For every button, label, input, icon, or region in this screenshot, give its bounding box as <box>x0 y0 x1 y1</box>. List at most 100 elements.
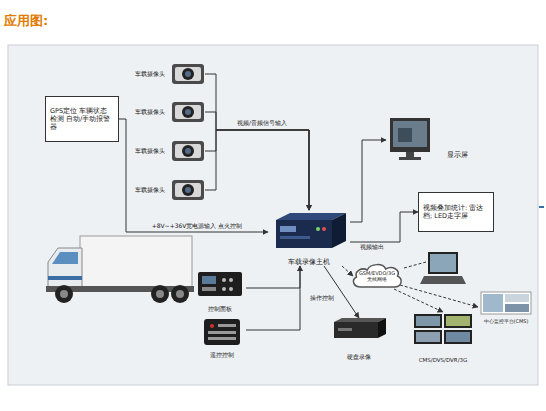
edge-label: +8V~+36V宽电源输入 点火控制 <box>152 222 243 231</box>
hdd-slot <box>338 328 352 331</box>
signal-label: 视频输出 <box>360 243 384 252</box>
connector <box>246 266 300 288</box>
laptop-base <box>420 276 466 284</box>
camera-node: 车载摄像头 <box>135 100 205 124</box>
truck-hub <box>176 290 184 298</box>
node-text: 显示屏 <box>447 151 468 159</box>
cloud-outline <box>353 265 401 287</box>
connector <box>350 212 418 242</box>
remote-body <box>204 319 240 345</box>
camera-body <box>172 64 204 84</box>
remote-key <box>210 324 214 328</box>
monitor-neck <box>406 152 414 157</box>
remote-key <box>208 337 236 340</box>
camera-face <box>175 67 201 81</box>
camera-icon <box>172 102 204 122</box>
camera-lens <box>185 187 191 193</box>
screen <box>444 314 472 328</box>
node-text: 车载摄像头 <box>135 70 165 78</box>
connector <box>400 285 478 307</box>
truck-hub <box>156 290 164 298</box>
monitor-icon <box>390 118 430 160</box>
panel-body <box>198 272 242 296</box>
info-box: 视频叠加统计: 雷达档; LED走字屏 <box>418 192 494 232</box>
connector <box>350 140 386 222</box>
platform-node: 中心监控平台(CMS) <box>478 290 534 324</box>
camera-lens <box>182 106 194 118</box>
connector <box>205 130 309 210</box>
node-text: 视频叠加统计: 雷达档; LED走字屏 <box>423 204 489 220</box>
camera-lens <box>185 109 191 115</box>
node-text: 硬盘录像 <box>347 353 371 361</box>
node-text: 车载录像主机 <box>288 258 330 266</box>
monitor-base <box>399 157 421 160</box>
truck-stripe <box>48 276 82 280</box>
cms-screens <box>414 314 472 344</box>
monitor-image <box>398 128 412 142</box>
node-text: 控制面板 <box>208 305 232 313</box>
screen-image <box>416 316 440 326</box>
truck-window <box>52 252 78 264</box>
hdd-side <box>378 318 386 338</box>
camera-lens <box>185 71 191 77</box>
panel-button <box>229 287 233 291</box>
connector <box>119 119 268 232</box>
truck-hub <box>60 290 68 298</box>
panel-keys <box>202 287 216 291</box>
connector <box>324 266 359 318</box>
screenshot-panel <box>505 304 529 312</box>
panel-button <box>229 278 233 282</box>
info-box: GPS定位 车辆状态检测 自动/手动报警器 <box>45 96 119 142</box>
camera-body <box>172 102 204 122</box>
dvr-front <box>276 220 332 248</box>
camera-body <box>172 141 204 161</box>
connector <box>205 74 309 210</box>
node-text: GSM/EVDO/3G 无线网络 <box>357 270 397 283</box>
camera-body <box>172 180 204 200</box>
camera-lens <box>182 145 194 157</box>
truck-wheel <box>171 285 189 303</box>
screenshot-panel <box>505 294 529 302</box>
node-text: 车载摄像头 <box>135 186 165 194</box>
laptop-screen <box>430 254 456 272</box>
network-cloud: GSM/EVDO/3G 无线网络 <box>350 261 404 291</box>
remote-key <box>218 324 236 327</box>
screenshot-frame <box>481 292 531 314</box>
connector <box>205 130 309 210</box>
monitor-frame <box>390 118 430 152</box>
camera-lens <box>185 148 191 154</box>
monitor-screen <box>393 121 427 147</box>
dvr-led <box>316 227 320 231</box>
dvr-slot <box>280 226 296 232</box>
screen-image <box>416 332 440 342</box>
remote-node: 遥控控制 <box>198 316 246 358</box>
camera-icon <box>172 64 204 84</box>
hdd-icon <box>334 318 386 338</box>
hdd-node: 硬盘录像 <box>328 318 390 360</box>
truck-wheel <box>55 285 73 303</box>
node-text: CMS/DVS/DVR/3G <box>419 357 468 364</box>
camera-lens <box>182 68 194 80</box>
screenshot-map <box>483 294 503 312</box>
connector <box>205 112 309 210</box>
node-text: 遥控控制 <box>210 351 234 359</box>
panel-display <box>202 276 216 284</box>
screen <box>444 330 472 344</box>
screen-image <box>446 332 470 342</box>
panel-node: 控制面板 <box>194 270 246 312</box>
truck-wheel <box>151 285 169 303</box>
node-text: 车载摄像头 <box>135 147 165 155</box>
connector <box>394 289 443 312</box>
node-text: 中心监控平台(CMS) <box>484 318 529 324</box>
screen <box>414 330 442 344</box>
frame <box>8 45 538 385</box>
camera-icon <box>172 141 204 161</box>
remote-key <box>208 331 236 334</box>
panel-icon <box>198 272 242 296</box>
laptop-lid <box>428 252 458 274</box>
hdd-front <box>334 322 378 338</box>
connector <box>246 266 300 330</box>
dvr-node: 车载录像主机 <box>268 210 350 266</box>
camera-face <box>175 105 201 119</box>
panel-button <box>222 287 226 291</box>
